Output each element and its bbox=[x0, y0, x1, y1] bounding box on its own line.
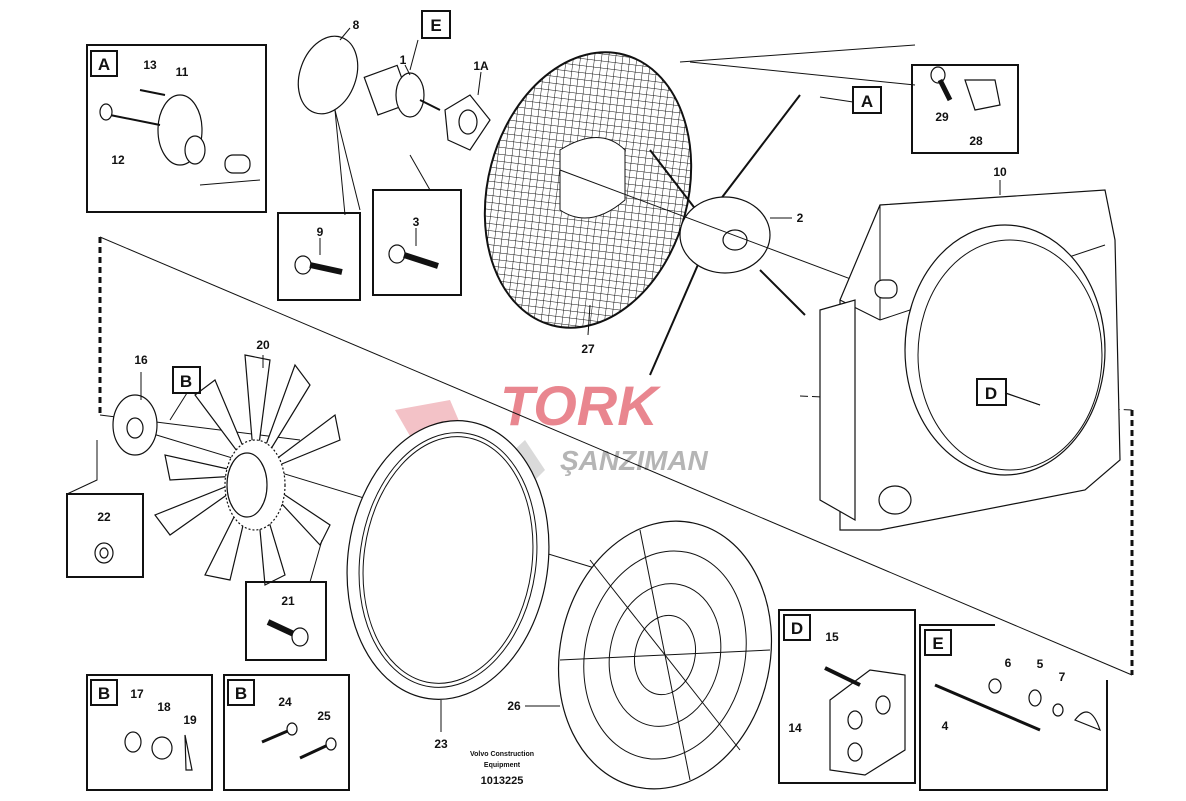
inset-a-bearing bbox=[86, 44, 267, 213]
callout-11: 11 bbox=[176, 65, 189, 79]
callout-4: 4 bbox=[942, 719, 949, 733]
callout-20: 20 bbox=[256, 338, 270, 352]
callout-14: 14 bbox=[788, 721, 802, 735]
callout-13: 13 bbox=[143, 58, 157, 72]
section-label-e-top: E bbox=[430, 16, 441, 35]
inset-b-24-25 bbox=[223, 674, 350, 791]
inset-bolt-9 bbox=[277, 212, 361, 301]
callout-23: 23 bbox=[434, 737, 448, 751]
inset-bolt-21 bbox=[245, 539, 327, 661]
callout-5: 5 bbox=[1037, 657, 1044, 671]
callout-21: 21 bbox=[281, 594, 295, 608]
caption-line-2: Equipment bbox=[484, 762, 521, 769]
inset-bolt-3 bbox=[372, 189, 462, 296]
callout-1a: 1A bbox=[473, 59, 489, 73]
section-label-b-inset-1: B bbox=[98, 684, 110, 703]
callout-labels: 8 1 1A 13 11 12 9 3 29 28 2 10 27 16 20 … bbox=[97, 18, 1065, 751]
callout-26: 26 bbox=[507, 699, 521, 713]
part-26-fan-guard bbox=[525, 520, 773, 790]
inset-b-17-19 bbox=[86, 674, 213, 791]
part-16-hub-plate bbox=[112, 372, 158, 456]
callout-7: 7 bbox=[1059, 670, 1066, 684]
drawing-number: 1013225 bbox=[481, 775, 524, 787]
callout-27: 27 bbox=[581, 342, 595, 356]
caption-line-1: Volvo Construction bbox=[470, 751, 534, 758]
section-label-d-pointer: D bbox=[985, 384, 997, 403]
watermark-text-sanziman: ŞANZIMAN bbox=[560, 445, 709, 476]
callout-17: 17 bbox=[130, 687, 144, 701]
callout-24: 24 bbox=[278, 695, 292, 709]
callout-2: 2 bbox=[797, 211, 804, 225]
section-label-e-inset: E bbox=[932, 634, 943, 653]
caption: Volvo Construction Equipment 1013225 bbox=[470, 751, 534, 787]
part-1-sensor bbox=[363, 39, 441, 191]
part-20-fan bbox=[154, 354, 341, 586]
callout-22: 22 bbox=[97, 510, 111, 524]
part-2-fan-hub bbox=[559, 94, 961, 376]
part-8-cover-plate bbox=[297, 27, 361, 216]
callout-9: 9 bbox=[317, 225, 324, 239]
section-label-d-inset: D bbox=[791, 619, 803, 638]
callout-1: 1 bbox=[400, 53, 407, 67]
callout-10: 10 bbox=[993, 165, 1007, 179]
watermark-text-tork: TORK bbox=[500, 374, 661, 437]
inset-d-bracket bbox=[778, 609, 916, 784]
inset-e-sensor-parts bbox=[919, 624, 1108, 791]
part-10-fan-shroud-housing bbox=[819, 180, 1121, 531]
callout-28: 28 bbox=[969, 134, 983, 148]
section-label-b-inset-2: B bbox=[235, 684, 247, 703]
callout-6: 6 bbox=[1005, 656, 1012, 670]
inset-nut-22 bbox=[66, 440, 144, 578]
callout-8: 8 bbox=[353, 18, 360, 32]
inset-29-28 bbox=[911, 64, 1019, 154]
section-labels: E A A B D B B D E bbox=[90, 10, 1041, 706]
callout-25: 25 bbox=[317, 709, 331, 723]
callout-16: 16 bbox=[134, 353, 148, 367]
callout-29: 29 bbox=[935, 110, 949, 124]
section-label-a-pointer: A bbox=[861, 92, 873, 111]
callout-3: 3 bbox=[413, 215, 420, 229]
callout-15: 15 bbox=[825, 630, 839, 644]
callout-19: 19 bbox=[183, 713, 197, 727]
section-label-a-inset: A bbox=[98, 55, 110, 74]
part-27-grille bbox=[483, 44, 916, 336]
part-1a-gasket bbox=[444, 71, 491, 151]
callout-12: 12 bbox=[111, 153, 125, 167]
callout-18: 18 bbox=[157, 700, 171, 714]
part-23-shroud-ring bbox=[346, 420, 550, 732]
section-label-b-pointer: B bbox=[180, 372, 192, 391]
